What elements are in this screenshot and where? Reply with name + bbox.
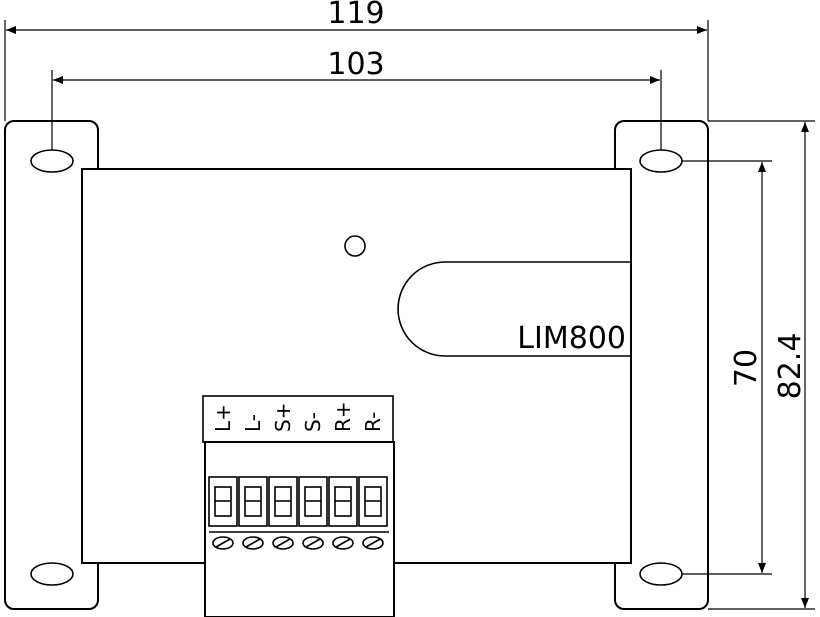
terminal-label-s-plus: S+ bbox=[271, 403, 295, 432]
terminal-block bbox=[204, 441, 395, 617]
mounting-hole-bottom-left bbox=[30, 562, 74, 586]
terminal-screws bbox=[212, 536, 384, 550]
led-indicator bbox=[344, 235, 366, 257]
dimension-overall-height bbox=[708, 120, 815, 610]
terminal-label-l-minus: L- bbox=[241, 414, 265, 432]
dimension-label-103: 103 bbox=[327, 47, 384, 82]
right-mounting-bracket bbox=[614, 120, 709, 610]
dimension-label-70: 70 bbox=[729, 349, 764, 387]
terminal-slots bbox=[208, 476, 389, 533]
dimension-hole-vertical-spacing bbox=[682, 160, 772, 575]
terminal-label-strip bbox=[202, 395, 394, 443]
label-window bbox=[397, 261, 630, 357]
terminal-label-r-minus: R- bbox=[361, 412, 385, 432]
dimension-hole-spacing bbox=[51, 70, 662, 150]
model-label: LIM800 bbox=[517, 321, 626, 356]
terminal-label-l-plus: L+ bbox=[211, 404, 235, 432]
dimension-label-119: 119 bbox=[327, 0, 384, 31]
dimension-label-82-4: 82.4 bbox=[773, 333, 808, 400]
dimension-overall-width bbox=[4, 20, 709, 121]
terminal-label-r-plus: R+ bbox=[331, 401, 355, 432]
terminal-label-s-minus: S- bbox=[301, 412, 325, 432]
